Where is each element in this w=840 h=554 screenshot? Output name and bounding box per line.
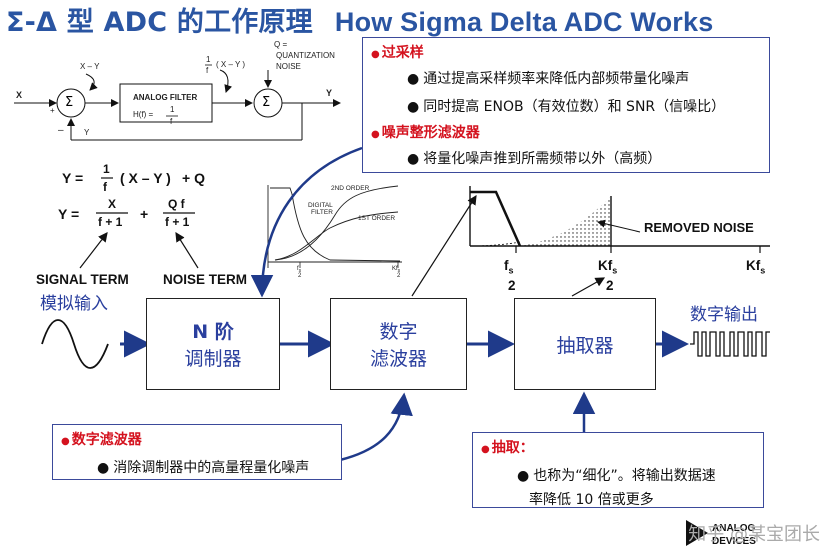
removed-noise-area (520, 196, 611, 246)
second-order-label: 2ND ORDER (331, 185, 370, 192)
filter-response-plot (267, 185, 402, 268)
callout-arrows (250, 146, 596, 462)
digital-output-pulses (690, 331, 770, 357)
filter-rolloff (470, 190, 522, 247)
spectrum-fs2-den: 2 (508, 278, 516, 293)
modulator-block: N 阶调制器 (146, 298, 280, 390)
digital-filter-block: 数字滤波器 (330, 298, 467, 390)
int-pointer (219, 69, 233, 93)
loop-diagram (14, 64, 341, 141)
decimation-item-1-cont: 率降低 10 倍或更多 (529, 492, 654, 508)
digital-filter-item-1: ●消除调制器中的高量程量化噪声 (97, 460, 310, 476)
digital-filter-label-1: DIGITAL (308, 202, 333, 209)
plot-kfs-label: Kfs (392, 266, 401, 275)
eq1-mid: ( X – Y ) (120, 170, 171, 186)
analog-input-label: 模拟输入 (40, 294, 108, 314)
plot-fs-label: fs (297, 266, 302, 275)
analog-input-sine (41, 319, 109, 369)
summer2-sigma: Σ (262, 95, 271, 110)
eq2-den1: f + 1 (98, 215, 123, 229)
first-order-label: 1ST ORDER (358, 215, 396, 222)
removed-noise-label: REMOVED NOISE (644, 220, 754, 235)
oversampling-item-2: ●同时提高 ENOB（有效位数）和 SNR（信噪比） (407, 99, 726, 115)
eq1-den: f (103, 180, 107, 194)
modulator-label-1: N 阶 (192, 321, 234, 343)
q-line3: NOISE (276, 62, 301, 71)
spectrum-kfs2-label: Kfs (598, 258, 618, 276)
svg-text:ANALOG: ANALOG (712, 523, 756, 534)
noise-shaping-item-1: ●将量化噪声推到所需频带以外（高频） (407, 151, 662, 167)
noise-spectrum-plot (469, 186, 770, 253)
summer1-sigma: Σ (65, 95, 74, 110)
equation-fraction-bars (96, 177, 195, 214)
spectrum-kfs2-den: 2 (606, 278, 614, 293)
decimator-to-kfs-arrow (571, 277, 606, 297)
int-frac-den: f (206, 66, 209, 75)
eq2-num2: Q f (168, 197, 185, 211)
filter-frac-num: 1 (170, 105, 175, 114)
eq1-num: 1 (103, 162, 110, 176)
noise-term-label: NOISE TERM (163, 272, 248, 287)
loop-minus: – (58, 125, 64, 136)
svg-text:DEVICES: DEVICES (712, 536, 756, 547)
plot-fs-den: 2 (298, 273, 302, 279)
oversampling-callout: ●过采样 ●通过提高采样频率来降低内部频带量化噪声 ●同时提高 ENOB（有效位… (362, 37, 770, 173)
eq2-den2: f + 1 (165, 215, 190, 229)
spectrum-fs2-label: fs (504, 258, 514, 276)
digital-filter-label-2: FILTER (311, 209, 333, 216)
decimator-block: 抽取器 (514, 298, 656, 390)
digital-filter-label-b: 滤波器 (369, 348, 427, 370)
decimation-callout: ●抽取： ●也称为“细化”。将输出数据速 率降低 10 倍或更多 (472, 432, 764, 508)
digital-filter-curve (270, 187, 401, 262)
filter-to-spectrum-arrow (411, 194, 477, 297)
eq1-lhs: Y = (62, 170, 84, 186)
first-order-curve (274, 211, 399, 261)
digital-filter-heading: ●数字滤波器 (61, 432, 142, 448)
spectrum-kfs-label: Kfs (746, 258, 766, 276)
loop-plus: + (50, 106, 55, 115)
eq2-plus: + (140, 206, 149, 222)
oversampling-heading: ●过采样 (371, 45, 424, 61)
xy-pointer (85, 73, 98, 91)
analog-devices-logo: ANALOG DEVICES (686, 520, 756, 547)
filter-frac-den: f (170, 117, 173, 126)
loop-y-fb: Y (84, 128, 90, 137)
signal-term-label: SIGNAL TERM (36, 272, 129, 287)
filter-hf-label: H(f) = (133, 110, 154, 119)
filter-label: ANALOG FILTER (133, 93, 198, 102)
digital-output-label: 数字输出 (690, 305, 758, 325)
decimation-heading: ●抽取： (481, 440, 534, 456)
title-en: How Sigma Delta ADC Works (334, 7, 714, 37)
modulator-label-2: 调制器 (184, 348, 242, 370)
digital-filter-arrow (339, 392, 413, 462)
int-frac-num: 1 (206, 55, 211, 64)
digital-filter-callout: ●数字滤波器 ●消除调制器中的高量程量化噪声 (52, 424, 342, 480)
oversampling-item-1: ●通过提高采样频率来降低内部频带量化噪声 (407, 71, 690, 87)
q-label: Q = (274, 40, 288, 49)
int-out-label: ( X – Y ) (216, 60, 246, 69)
eq2-lhs: Y = (58, 206, 80, 222)
noise-shaping-arrow (250, 146, 363, 298)
eq1-rhs: + Q (182, 170, 205, 186)
title-cn: Σ-Δ 型 ADC 的工作原理 (6, 7, 313, 38)
page-title: Σ-Δ 型 ADC 的工作原理 How Sigma Delta ADC Works (6, 0, 713, 39)
loop-x-label: X (16, 90, 23, 100)
decimation-item-1: ●也称为“细化”。将输出数据速 (517, 468, 716, 484)
plot-kfs-den: 2 (397, 273, 401, 279)
second-order-curve (274, 185, 399, 261)
loop-y-out: Y (326, 88, 333, 98)
decimator-label: 抽取器 (556, 334, 614, 357)
noise-shaping-heading: ●噪声整形滤波器 (371, 125, 480, 141)
loop-xy-label: X – Y (80, 62, 100, 71)
term-arrows (79, 231, 199, 269)
watermark: 知乎 @某宝团长 (688, 524, 820, 545)
eq2-num1: X (108, 197, 117, 211)
digital-filter-label-a: 数字 (379, 321, 418, 343)
q-line2: QUANTIZATION (276, 51, 335, 60)
